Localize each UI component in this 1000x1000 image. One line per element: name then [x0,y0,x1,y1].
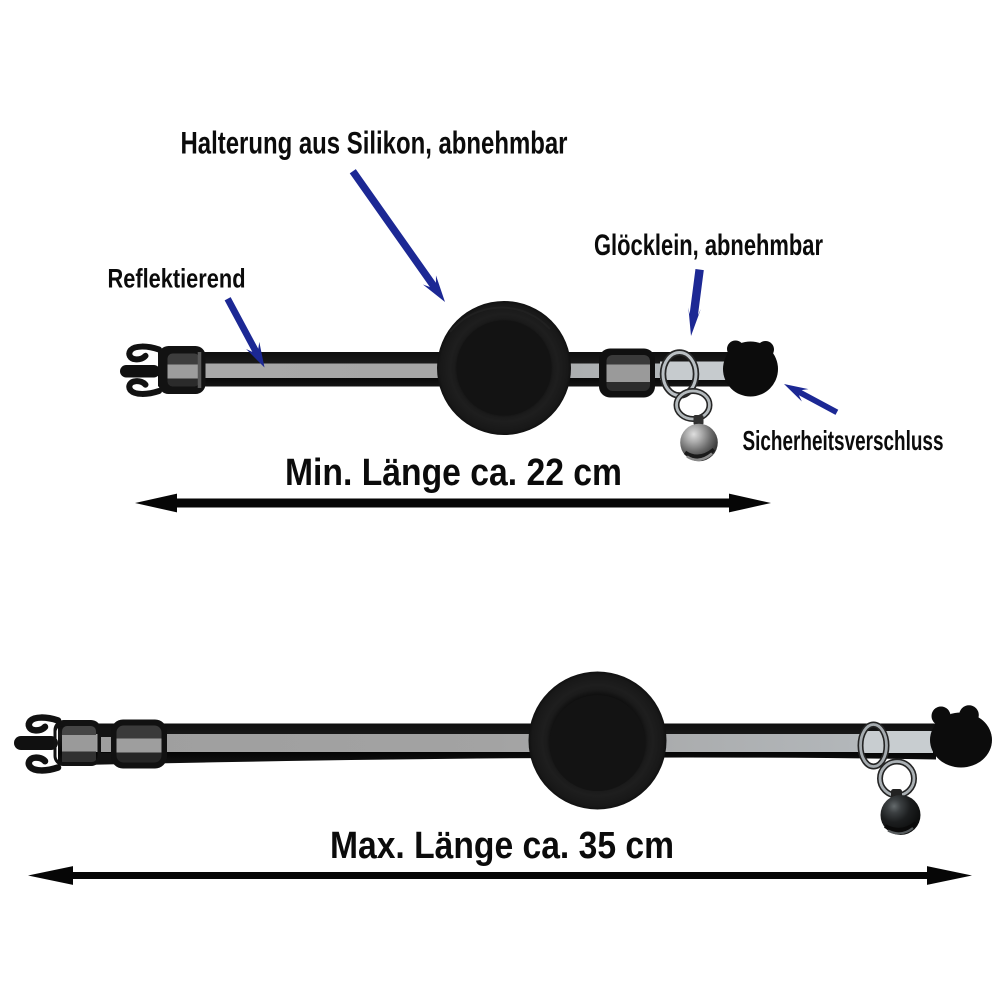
svg-text:Sicherheitsverschluss: Sicherheitsverschluss [743,425,944,456]
svg-text:Halterung aus Silikon, abnehmb: Halterung aus Silikon, abnehmbar [181,125,568,161]
svg-text:Min. Länge ca. 22 cm: Min. Länge ca. 22 cm [285,452,622,494]
svg-text:Max. Länge ca. 35 cm: Max. Länge ca. 35 cm [330,825,674,867]
svg-text:Reflektierend: Reflektierend [108,264,246,294]
svg-text:Glöcklein, abnehmbar: Glöcklein, abnehmbar [594,229,823,262]
